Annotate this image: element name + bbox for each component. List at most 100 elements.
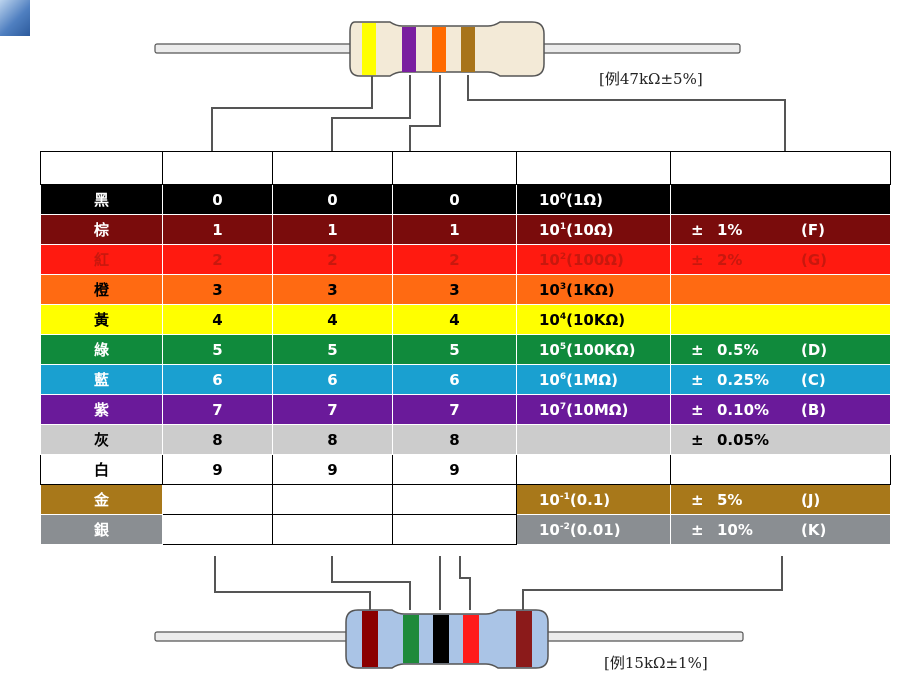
- multiplier-cell: 103(1KΩ): [516, 274, 671, 305]
- connector-lines: [211, 75, 786, 610]
- tolerance-code: (B): [801, 400, 827, 419]
- digit-3-cell: 2: [392, 244, 517, 275]
- tolerance-cell: ±0.5% (D): [670, 334, 891, 365]
- digit-2-cell: 8: [272, 424, 393, 455]
- top-band-4: [461, 27, 475, 72]
- color-name-cell: 綠: [40, 334, 163, 365]
- multiplier-value: (0.01): [569, 520, 621, 539]
- tolerance-cell: ±0.05%: [670, 424, 891, 455]
- connector-line-bottom-1: [214, 556, 371, 610]
- color-name-cell: 藍: [40, 364, 163, 395]
- digit-1-cell: 9: [162, 454, 273, 485]
- tolerance-cell: ±5%(J): [670, 484, 891, 515]
- bottom-resistor: [154, 609, 744, 669]
- digit-2-cell: 7: [272, 394, 393, 425]
- tolerance-sign: ±: [691, 370, 704, 389]
- tolerance-cell: ±0.10% (B): [670, 394, 891, 425]
- tolerance-cell: ±2%(G): [670, 244, 891, 275]
- digit-1-cell: 6: [162, 364, 273, 395]
- slide-corner-tab: [0, 0, 30, 36]
- multiplier-exponent: 4: [559, 311, 567, 322]
- header-cell: [272, 151, 393, 185]
- header-cell: [162, 151, 273, 185]
- header-cell: [670, 151, 891, 185]
- tolerance-cell: ±1% (F): [670, 214, 891, 245]
- tolerance-code: (D): [801, 340, 828, 359]
- tolerance-sign: ±: [691, 490, 704, 509]
- tolerance-sign: ±: [691, 220, 704, 239]
- multiplier-base: 10: [539, 400, 560, 419]
- multiplier-value: (1MΩ): [566, 370, 618, 389]
- multiplier-base: 10: [539, 310, 560, 329]
- digit-3-cell: [392, 484, 517, 515]
- color-name-cell: 紫: [40, 394, 163, 425]
- multiplier-exponent: 2: [559, 251, 567, 262]
- header-cell: [40, 151, 163, 185]
- multiplier-cell: 105(100KΩ): [516, 334, 671, 365]
- tolerance-percent: 2%: [717, 250, 743, 269]
- multiplier-cell: 10-2(0.01): [516, 514, 671, 545]
- connector-line-bottom-4: [459, 556, 471, 610]
- color-name-cell: 金: [40, 484, 163, 515]
- tolerance-percent: 0.10%: [717, 400, 770, 419]
- multiplier-base: 10: [539, 370, 560, 389]
- color-name-cell: 棕: [40, 214, 163, 245]
- multiplier-value: (1KΩ): [566, 280, 615, 299]
- connector-line-top-1: [211, 75, 373, 151]
- digit-1-cell: 8: [162, 424, 273, 455]
- digit-3-cell: 8: [392, 424, 517, 455]
- multiplier-exponent: -2: [559, 521, 570, 532]
- digit-3-cell: 4: [392, 304, 517, 335]
- multiplier-exponent: 5: [559, 341, 567, 352]
- color-name-cell: 銀: [40, 514, 163, 545]
- multiplier-cell: 106(1MΩ): [516, 364, 671, 395]
- connector-line-top-2: [331, 75, 411, 151]
- tolerance-cell: [670, 184, 891, 215]
- multiplier-cell: 10-1(0.1): [516, 484, 671, 515]
- digit-2-cell: 6: [272, 364, 393, 395]
- top-band-1: [362, 23, 376, 75]
- connector-line-top-4: [467, 75, 786, 151]
- tolerance-code: (K): [801, 520, 827, 539]
- digit-3-cell: 9: [392, 454, 517, 485]
- multiplier-value: (10KΩ): [566, 310, 626, 329]
- bottom-band-5: [516, 611, 532, 667]
- multiplier-value: (1Ω): [566, 190, 604, 209]
- example-label-top: [例47kΩ±5%]: [599, 70, 703, 88]
- color-name-cell: 紅: [40, 244, 163, 275]
- digit-1-cell: [162, 484, 273, 515]
- tolerance-code: (J): [801, 490, 821, 509]
- connector-line-bottom-5: [522, 556, 783, 610]
- tolerance-cell: [670, 304, 891, 335]
- multiplier-base: 10: [539, 340, 560, 359]
- tolerance-percent: 0.5%: [717, 340, 759, 359]
- bottom-band-1: [362, 611, 378, 667]
- digit-2-cell: 4: [272, 304, 393, 335]
- top-band-3: [432, 27, 446, 72]
- digit-2-cell: 9: [272, 454, 393, 485]
- tolerance-code: (C): [801, 370, 826, 389]
- digit-2-cell: [272, 484, 393, 515]
- multiplier-base: 10: [539, 280, 560, 299]
- digit-2-cell: 3: [272, 274, 393, 305]
- digit-3-cell: 6: [392, 364, 517, 395]
- top-resistor-body: [349, 21, 545, 77]
- multiplier-base: 10: [539, 220, 560, 239]
- tolerance-cell: [670, 454, 891, 485]
- tolerance-sign: ±: [691, 400, 704, 419]
- header-cell: [392, 151, 517, 185]
- top-resistor: [154, 21, 741, 77]
- example-label-bottom: [例15kΩ±1%]: [604, 654, 708, 672]
- bottom-band-2: [403, 615, 419, 663]
- multiplier-value: (10MΩ): [566, 400, 629, 419]
- tolerance-percent: 1%: [717, 220, 743, 239]
- tolerance-sign: ±: [691, 340, 704, 359]
- tolerance-code: (F): [801, 220, 825, 239]
- bottom-band-3: [433, 615, 449, 663]
